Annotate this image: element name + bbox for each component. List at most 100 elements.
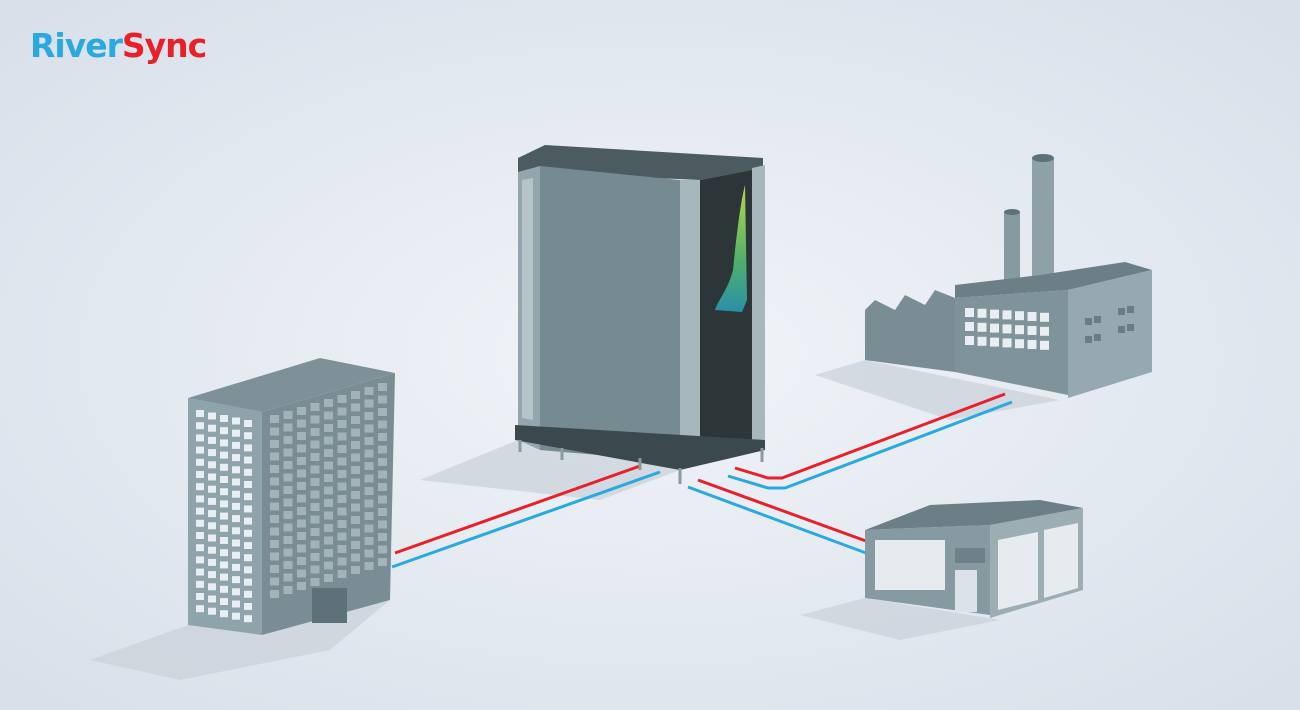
window <box>283 498 293 507</box>
window <box>232 478 240 486</box>
window <box>297 407 306 415</box>
window <box>196 434 204 442</box>
window <box>196 544 204 552</box>
window <box>364 487 374 495</box>
window <box>283 473 293 482</box>
window <box>244 481 252 488</box>
window <box>196 568 204 576</box>
window <box>310 440 320 449</box>
window <box>208 571 216 579</box>
window <box>232 539 240 547</box>
window <box>310 415 320 424</box>
window <box>324 511 333 520</box>
window <box>283 573 293 582</box>
window <box>232 527 240 535</box>
window <box>364 474 374 483</box>
window <box>232 515 240 523</box>
window <box>337 457 347 466</box>
window <box>1118 308 1125 315</box>
window <box>351 553 360 562</box>
window <box>220 598 228 605</box>
window <box>324 411 333 420</box>
window <box>270 515 279 523</box>
window <box>244 529 252 537</box>
window <box>196 458 204 466</box>
window <box>364 449 374 458</box>
window <box>297 444 306 453</box>
window <box>270 415 279 423</box>
window <box>965 336 974 345</box>
window <box>244 566 252 574</box>
window <box>232 551 240 559</box>
logo-river: River <box>30 26 123 65</box>
window <box>220 451 228 459</box>
window <box>232 417 240 425</box>
window <box>324 536 333 545</box>
window <box>232 502 240 510</box>
window <box>232 576 240 584</box>
window <box>310 490 320 499</box>
window <box>337 482 347 491</box>
window <box>283 536 293 544</box>
window <box>283 561 293 569</box>
window <box>196 605 204 613</box>
window <box>297 557 306 565</box>
window <box>270 552 279 561</box>
window <box>364 462 374 470</box>
window <box>378 533 387 541</box>
window <box>337 532 347 541</box>
window <box>283 448 293 457</box>
window <box>208 510 216 518</box>
window <box>297 532 306 540</box>
window <box>1015 311 1024 321</box>
window <box>378 395 387 404</box>
window <box>364 499 374 508</box>
window <box>965 322 974 331</box>
window <box>324 424 333 432</box>
window <box>297 432 306 440</box>
cold-pipe-shop <box>687 485 867 555</box>
window <box>220 585 228 593</box>
window <box>364 512 374 520</box>
window <box>220 537 228 544</box>
window <box>364 437 374 445</box>
window <box>990 309 999 319</box>
window <box>297 457 306 465</box>
window <box>310 553 320 561</box>
window <box>297 569 306 578</box>
window <box>208 595 216 603</box>
window <box>337 470 347 478</box>
window <box>977 336 987 346</box>
window <box>324 561 333 570</box>
window <box>208 534 216 542</box>
office-building <box>188 358 395 635</box>
factory <box>865 154 1152 398</box>
window <box>244 493 252 501</box>
window <box>270 490 279 498</box>
window <box>1027 340 1037 349</box>
window <box>270 590 279 598</box>
window <box>196 471 204 478</box>
window <box>310 503 320 511</box>
window <box>1040 326 1049 336</box>
window <box>351 453 360 462</box>
window <box>351 503 360 512</box>
window <box>1094 316 1101 323</box>
shadows <box>90 360 1060 680</box>
window <box>351 428 360 437</box>
window <box>220 573 228 581</box>
window <box>1015 325 1024 335</box>
window <box>324 461 333 470</box>
window <box>297 469 306 478</box>
window <box>310 453 320 461</box>
window <box>351 441 360 449</box>
window <box>364 387 374 395</box>
window <box>378 470 387 479</box>
window <box>232 441 240 449</box>
window <box>244 590 252 598</box>
window <box>378 508 387 516</box>
window <box>324 549 333 557</box>
window <box>310 578 320 586</box>
window <box>220 512 228 520</box>
